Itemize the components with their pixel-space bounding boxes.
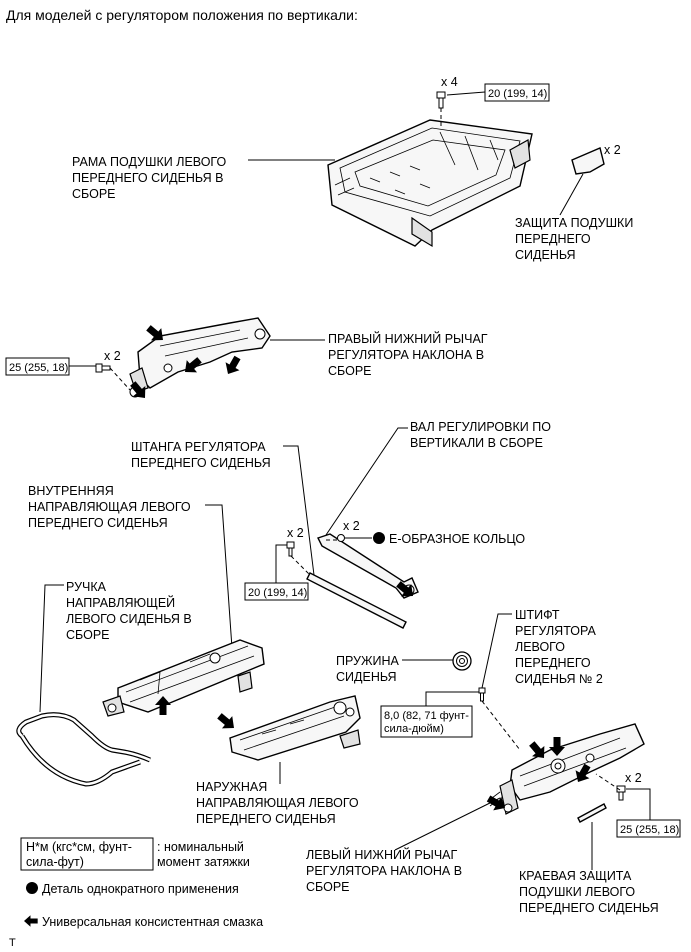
frame-bolts-qty: x 4 bbox=[441, 75, 458, 89]
right-lever-bolt-icon bbox=[95, 363, 111, 373]
right-lever-label: ПРАВЫЙ НИЖНИЙ РЫЧАГ РЕГУЛЯТОРА НАКЛОНА В… bbox=[328, 331, 491, 378]
e-ring-label: Е-ОБРАЗНОЕ КОЛЬЦО bbox=[389, 532, 525, 546]
left-lever-label: ЛЕВЫЙ НИЖНИЙ РЫЧАГ РЕГУЛЯТОРА НАКЛОНА В … bbox=[306, 847, 466, 894]
frame-bolt-torque: 20 (199, 14) bbox=[488, 88, 547, 100]
right-lever-label-line: СБОРЕ bbox=[328, 364, 372, 378]
pin-label: ШТИФТ РЕГУЛЯТОРА ЛЕВОГО ПЕРЕДНЕГО СИДЕНЬ… bbox=[515, 608, 603, 686]
adjuster-rod-label-line: ПЕРЕДНЕГО СИДЕНЬЯ bbox=[131, 456, 271, 470]
left-lever-label-line: ЛЕВЫЙ НИЖНИЙ РЫЧАГ bbox=[306, 847, 457, 862]
legend-one-time: Деталь однократного применения bbox=[42, 882, 239, 896]
seat-spring-drawing bbox=[452, 651, 472, 671]
pin-label-line: ПЕРЕДНЕГО bbox=[515, 656, 591, 670]
legend-grease: Универсальная консистентная смазка bbox=[42, 915, 263, 929]
footer-mark: T bbox=[9, 937, 16, 949]
right-lever-label-line: РЕГУЛЯТОРА НАКЛОНА В bbox=[328, 348, 484, 362]
outer-rail-label-line: НАРУЖНАЯ bbox=[196, 780, 267, 794]
cushion-guard-qty: x 2 bbox=[604, 143, 621, 157]
cushion-guard-label-line: ПЕРЕДНЕГО bbox=[515, 232, 591, 246]
left-lever-bolt-icon bbox=[616, 785, 626, 801]
rod-bolts-qty: x 2 bbox=[287, 526, 304, 540]
vertical-shaft-label-line: ВЕРТИКАЛИ В СБОРЕ bbox=[410, 436, 543, 450]
left-lever-torque-box bbox=[616, 819, 681, 838]
vertical-shaft-drawing bbox=[317, 533, 419, 599]
pin-label-line: ЛЕВОГО bbox=[515, 640, 565, 654]
one-time-part-icon bbox=[373, 532, 385, 544]
rail-handle-label-line: СБОРЕ bbox=[66, 628, 110, 642]
frame-bolt-icon bbox=[436, 91, 446, 109]
adjuster-rod-drawing bbox=[306, 572, 407, 629]
vertical-shaft-label: ВАЛ РЕГУЛИРОВКИ ПО ВЕРТИКАЛИ В СБОРЕ bbox=[410, 420, 554, 450]
e-ring-icon bbox=[337, 534, 345, 542]
rod-torque: 20 (199, 14) bbox=[248, 587, 307, 599]
pin-icon bbox=[478, 687, 486, 702]
frame-label-line: ПЕРЕДНЕГО СИДЕНЬЯ В bbox=[72, 171, 223, 185]
rail-handle-label-line: НАПРАВЛЯЮЩЕЙ bbox=[66, 595, 175, 610]
cushion-guard-label-line: ЗАЩИТА ПОДУШКИ bbox=[515, 216, 633, 230]
inner-rail-label-line: ПЕРЕДНЕГО СИДЕНЬЯ bbox=[28, 516, 168, 530]
inner-rail-label-line: ВНУТРЕННЯЯ bbox=[28, 484, 114, 498]
cushion-guard-label-line: СИДЕНЬЯ bbox=[515, 248, 576, 262]
pin-label-line: СИДЕНЬЯ № 2 bbox=[515, 672, 603, 686]
left-lever-torque: 25 (255, 18) bbox=[620, 824, 679, 836]
seat-spring-label: ПРУЖИНА СИДЕНЬЯ bbox=[336, 654, 402, 684]
left-lever-label-line: РЕГУЛЯТОРА НАКЛОНА В bbox=[306, 864, 462, 878]
outer-rail-label-line: НАПРАВЛЯЮЩАЯ ЛЕВОГО bbox=[196, 796, 359, 810]
right-lever-torque: 25 (255, 18) bbox=[9, 362, 68, 374]
pin-torque-line: 8,0 (82, 71 фунт- bbox=[384, 710, 469, 722]
adjuster-rod-label-line: ШТАНГА РЕГУЛЯТОРА bbox=[131, 440, 266, 454]
cushion-frame-drawing bbox=[327, 119, 533, 248]
frame-label: РАМА ПОДУШКИ ЛЕВОГО ПЕРЕДНЕГО СИДЕНЬЯ В … bbox=[72, 155, 230, 201]
inner-rail-label-line: НАПРАВЛЯЮЩАЯ ЛЕВОГО bbox=[28, 500, 191, 514]
legend-torque-text: : номинальный момент затяжки bbox=[157, 840, 250, 869]
page-title: Для моделей с регулятором положения по в… bbox=[6, 7, 358, 23]
edge-guard-label-line: ПОДУШКИ ЛЕВОГО bbox=[519, 885, 635, 899]
pin-torque-box bbox=[380, 705, 473, 738]
legend-torque-text-line: : номинальный bbox=[157, 840, 244, 854]
adjuster-rod-label: ШТАНГА РЕГУЛЯТОРА ПЕРЕДНЕГО СИДЕНЬЯ bbox=[131, 440, 271, 470]
legend-torque-box bbox=[20, 837, 154, 871]
one-time-part-icon bbox=[26, 882, 38, 894]
grease-arrow-icon bbox=[214, 709, 240, 735]
vertical-shaft-label-line: ВАЛ РЕГУЛИРОВКИ ПО bbox=[410, 420, 551, 434]
edge-guard-label-line: ПЕРЕДНЕГО СИДЕНЬЯ bbox=[519, 901, 659, 915]
rod-bolt-icon bbox=[286, 541, 295, 557]
legend-torque-units-line: сила-фут) bbox=[26, 855, 84, 869]
edge-guard-label-line: КРАЕВАЯ ЗАЩИТА bbox=[519, 869, 632, 883]
e-rings-qty: x 2 bbox=[343, 519, 360, 533]
rail-handle-label-line: ЛЕВОГО СИДЕНЬЯ В bbox=[66, 612, 192, 626]
legend-torque-text-line: момент затяжки bbox=[157, 855, 250, 869]
right-lever-label-line: ПРАВЫЙ НИЖНИЙ РЫЧАГ bbox=[328, 331, 488, 346]
pin-label-line: РЕГУЛЯТОРА bbox=[515, 624, 596, 638]
outer-rail-label: НАРУЖНАЯ НАПРАВЛЯЮЩАЯ ЛЕВОГО ПЕРЕДНЕГО С… bbox=[196, 780, 362, 826]
seat-spring-label-line: ПРУЖИНА bbox=[336, 654, 400, 668]
legend-torque-units: Н*м (кгс*см, фунт- сила-фут) bbox=[26, 840, 135, 869]
grease-arrow-icon bbox=[221, 353, 245, 378]
grease-arrow-icon bbox=[24, 915, 38, 927]
cushion-guard-drawing bbox=[571, 147, 605, 175]
rail-handle-label: РУЧКА НАПРАВЛЯЮЩЕЙ ЛЕВОГО СИДЕНЬЯ В СБОР… bbox=[66, 580, 195, 642]
frame-label-line: СБОРЕ bbox=[72, 187, 116, 201]
pin-label-line: ШТИФТ bbox=[515, 608, 560, 622]
left-lever-drawing bbox=[489, 723, 645, 815]
rail-handle-label-line: РУЧКА bbox=[66, 580, 107, 594]
cushion-guard-label: ЗАЩИТА ПОДУШКИ ПЕРЕДНЕГО СИДЕНЬЯ bbox=[515, 216, 637, 262]
left-lever-label-line: СБОРЕ bbox=[306, 880, 350, 894]
pin-torque: 8,0 (82, 71 фунт- сила-дюйм) bbox=[384, 710, 472, 735]
edge-guard-label: КРАЕВАЯ ЗАЩИТА ПОДУШКИ ЛЕВОГО ПЕРЕДНЕГО … bbox=[519, 869, 659, 915]
inner-rail-drawing bbox=[102, 639, 265, 717]
pin-torque-line: сила-дюйм) bbox=[384, 723, 444, 735]
outer-rail-label-line: ПЕРЕДНЕГО СИДЕНЬЯ bbox=[196, 812, 336, 826]
outer-rail-drawing bbox=[229, 695, 361, 761]
frame-label-line: РАМА ПОДУШКИ ЛЕВОГО bbox=[72, 155, 226, 169]
right-lever-bolts-qty: x 2 bbox=[104, 349, 121, 363]
edge-guard-drawing bbox=[577, 803, 607, 823]
legend-torque-units-line: Н*м (кгс*см, фунт- bbox=[26, 840, 132, 854]
left-lever-bolts-qty: x 2 bbox=[625, 771, 642, 785]
inner-rail-label: ВНУТРЕННЯЯ НАПРАВЛЯЮЩАЯ ЛЕВОГО ПЕРЕДНЕГО… bbox=[28, 484, 194, 530]
seat-spring-label-line: СИДЕНЬЯ bbox=[336, 670, 397, 684]
